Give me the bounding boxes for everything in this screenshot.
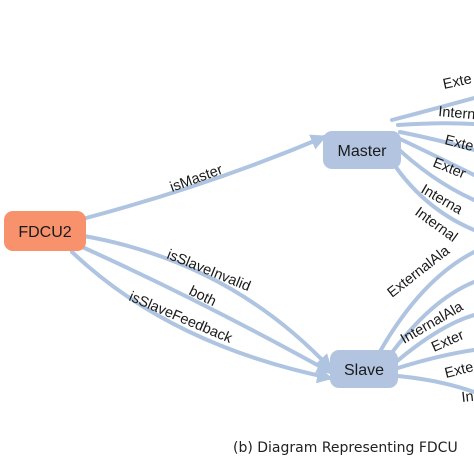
node-slave-box: [330, 350, 398, 388]
edge-is-slave-feedback: [70, 250, 334, 384]
edge-label-is-slave-feedback: isSlaveFeedback: [126, 289, 235, 347]
edge-is-master: [84, 134, 327, 220]
node-master[interactable]: Master: [323, 131, 401, 169]
edge-label-master-out: Exte: [443, 132, 474, 155]
edge-slave-out: [396, 374, 474, 394]
edge-slave-out: [376, 250, 474, 357]
edge-label-master-out: Exte: [442, 71, 474, 93]
edge-label-master-out: Intern: [438, 104, 474, 123]
edge-master-out: [396, 121, 474, 127]
node-fdcu2[interactable]: FDCU2: [4, 211, 86, 251]
edge-master-out: [398, 130, 474, 152]
node-master-box: [323, 131, 401, 169]
edge-both: [78, 244, 333, 374]
edge-label-is-master: isMaster: [168, 162, 225, 196]
edge-label-slave-out: Exte: [443, 359, 474, 382]
edge-label-slave-out: In: [461, 389, 474, 406]
node-slave[interactable]: Slave: [330, 350, 398, 388]
edge-is-slave-invalid: [82, 234, 333, 371]
edge-master-out: [390, 96, 474, 122]
edge-slave-out: [386, 280, 474, 360]
edge-label-is-slave-invalid: isSlaveInvalid: [165, 247, 253, 295]
node-fdcu2-label: FDCU2: [18, 224, 71, 241]
edge-slave-out: [396, 348, 474, 370]
node-fdcu2-box: [4, 211, 86, 251]
figure-caption: (b) Diagram Representing FDCU: [233, 440, 458, 456]
edge-slave-out: [394, 313, 474, 364]
node-slave-label: Slave: [344, 362, 384, 379]
edge-master-out: [396, 136, 474, 177]
node-master-label: Master: [338, 143, 388, 160]
